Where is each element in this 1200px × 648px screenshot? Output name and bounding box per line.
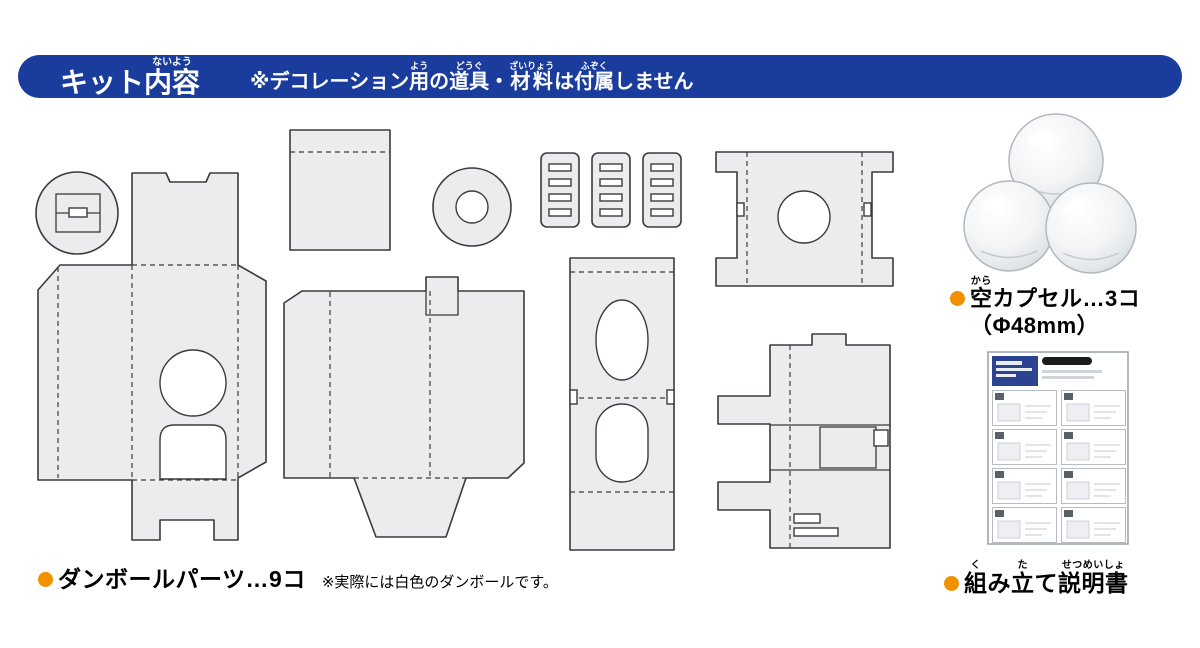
capsule-right (1045, 182, 1137, 274)
cardboard-part-slot-tiles (540, 152, 682, 228)
title-segment: 内容ないよう (144, 56, 201, 98)
cardboard-part-front-panel (569, 257, 675, 551)
cardboard-part-ring (432, 167, 512, 247)
cardboard-part-square-panel (289, 129, 391, 251)
slot-tile (591, 152, 631, 228)
cardboard-part-disc (35, 171, 119, 255)
orange-bullet-icon (944, 576, 959, 591)
capsule-size-note: （Φ48mm） (970, 313, 1100, 338)
cardboard-part-box-large (37, 172, 267, 541)
manual-caption: 組くみ立たて説明書せつめいしょ (944, 560, 1129, 596)
slot-tile (540, 152, 580, 228)
header-note: ※デコレーション用ようの道具どうぐ・材料ざいりょうは付属ふぞくしません (250, 61, 694, 93)
manual-thumbnail (987, 351, 1129, 545)
capsule-label: 空からカプセル…3コ (970, 276, 1141, 311)
header-bar: キット内容ないよう ※デコレーション用ようの道具どうぐ・材料ざいりょうは付属ふぞ… (18, 55, 1182, 98)
capsule-caption: 空からカプセル…3コ (950, 276, 1140, 311)
capsule-left (963, 180, 1055, 272)
empty-capsules-photo (963, 113, 1137, 274)
cardboard-part-box-hopper (283, 276, 525, 538)
cardboard-part-frame (715, 151, 894, 287)
cardboard-part-mechanism (717, 333, 891, 549)
cardboard-parts-note: ※実際には白色のダンボールです。 (321, 574, 558, 591)
cardboard-parts-caption: ダンボールパーツ…9コ ※実際には白色のダンボールです。 (38, 566, 558, 592)
orange-bullet-icon (38, 572, 53, 587)
manual-label: 組くみ立たて説明書せつめいしょ (964, 560, 1129, 596)
page-title: キット内容ないよう (60, 57, 200, 97)
orange-bullet-icon (950, 291, 965, 306)
slot-tile (642, 152, 682, 228)
title-segment: キット (60, 66, 145, 98)
cardboard-parts-label: ダンボールパーツ…9コ (58, 566, 306, 592)
